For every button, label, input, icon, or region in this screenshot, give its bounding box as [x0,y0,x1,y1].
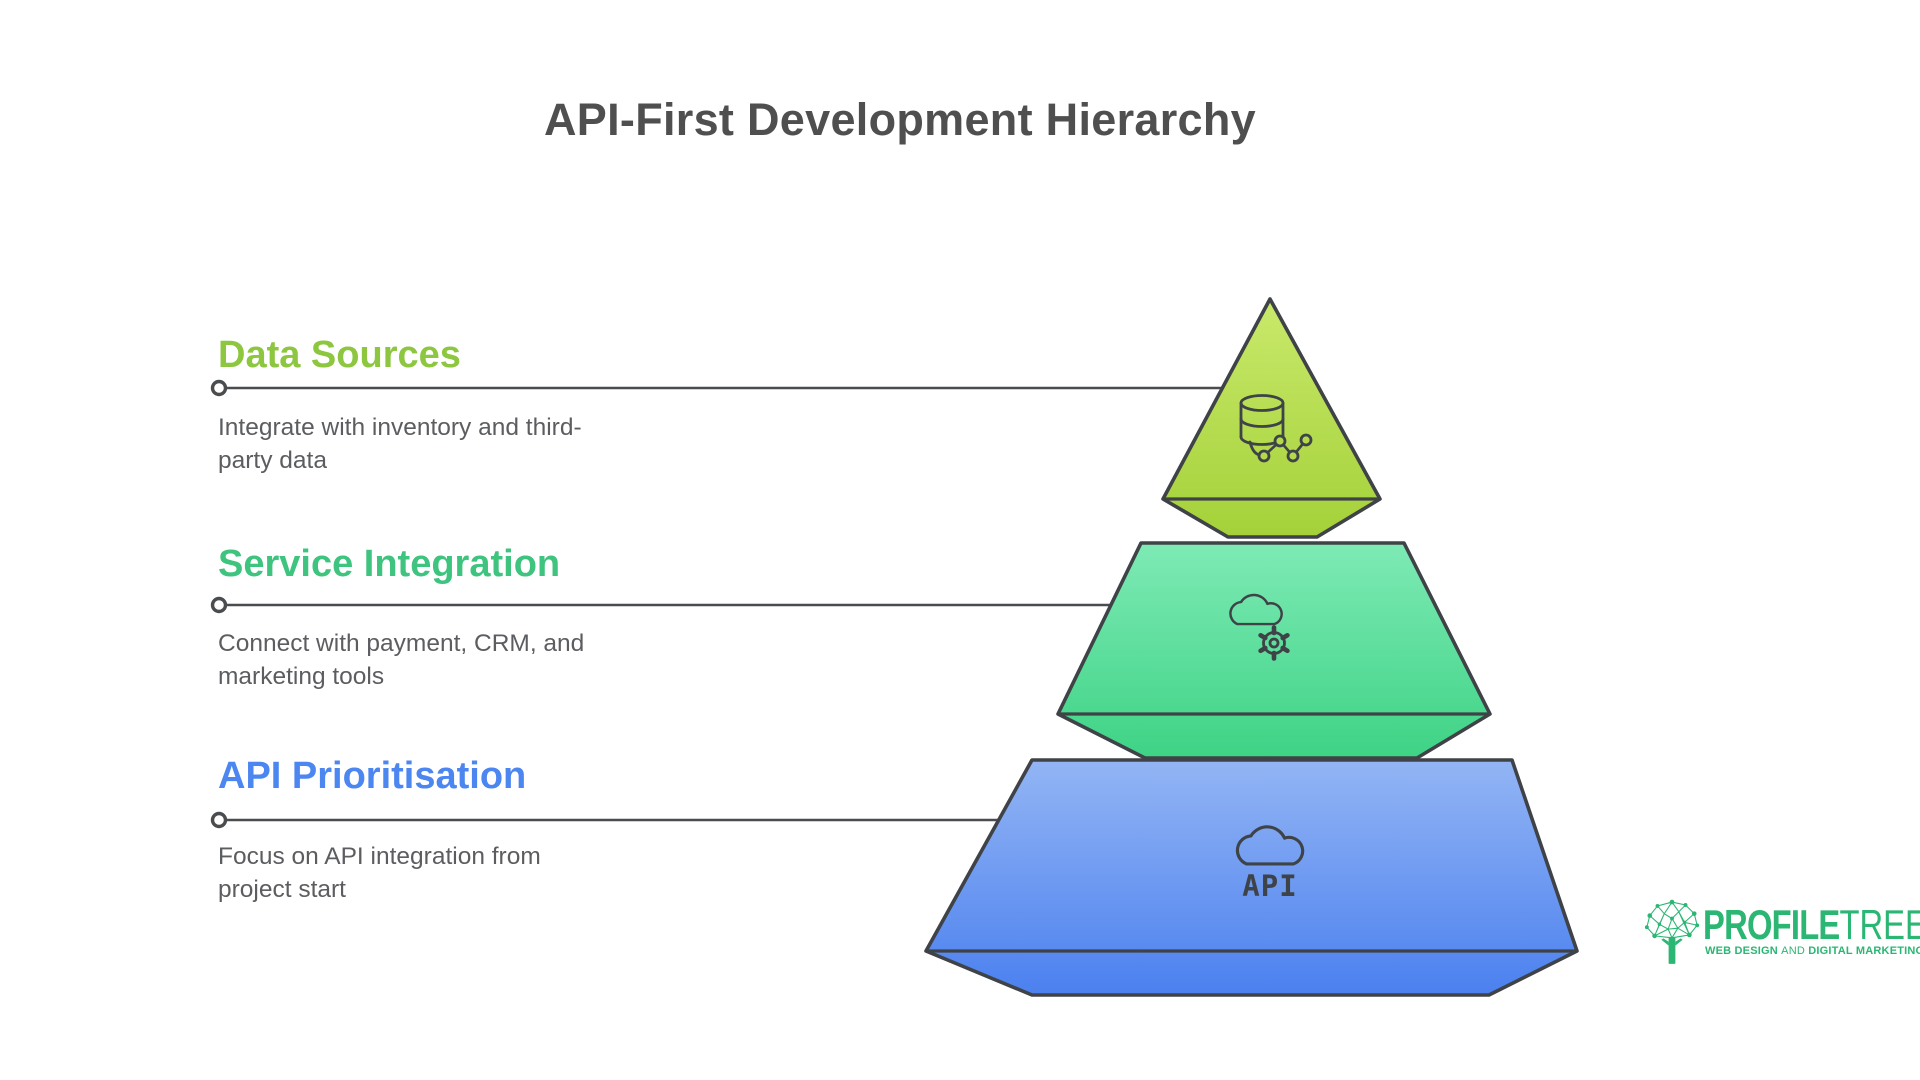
pyramid-tier-api-prioritisation [924,758,1579,997]
connector-lines [210,379,1222,829]
profiletree-tree-icon [1644,899,1700,964]
profiletree-tagline: WEB DESIGN AND DIGITAL MARKETING [1705,945,1920,957]
tier-label-service-integration: Service Integration [218,543,561,585]
tier-description-api-prioritisation: Focus on API integration from project st… [218,843,541,903]
pyramid-tier-data-sources [1161,297,1382,539]
brand-primary: PROFILE [1703,901,1840,948]
tier-description-data-sources: Integrate with inventory and third-party… [218,414,582,474]
tagline-bold-1: WEB DESIGN [1705,945,1778,957]
gear-glyph [1258,625,1290,661]
tagline-bold-2: DIGITAL MARKETING [1808,945,1920,957]
tier-description-service-integration: Connect with payment, CRM, and marketing… [218,630,585,690]
page-title: API-First Development Hierarchy [543,94,1257,145]
tier-label-api-prioritisation: API Prioritisation [218,755,527,797]
tagline-light: AND [1781,945,1805,957]
profiletree-brand-text: PROFILETREE [1703,904,1920,946]
profiletree-logo: PROFILETREE WEB DESIGN AND DIGITAL MARKE… [1643,898,1920,970]
database-network-icon [1239,394,1313,463]
tier-label-data-sources: Data Sources [218,334,461,376]
connector-ring-api-prioritisation [210,811,228,829]
connector-ring-data-sources [210,379,228,397]
api-badge-text: API [1242,869,1297,903]
brand-secondary: TREE [1839,901,1920,948]
cloud-api-icon: API [1235,825,1305,903]
connector-ring-service-integration [210,596,228,614]
tier-1-shape [1161,297,1382,539]
cloud-gear-icon [1229,593,1290,661]
